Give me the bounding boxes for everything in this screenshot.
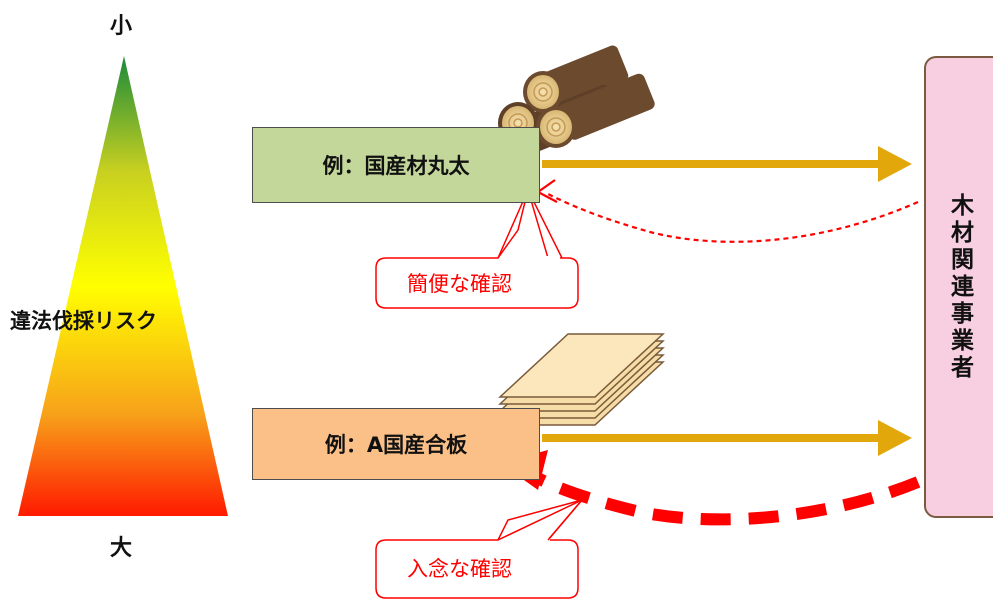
- supply-arrow-plywood: [542, 420, 912, 456]
- callout-thorough-text: 入念な確認: [407, 557, 512, 581]
- risk-title: 違法伐採リスク: [10, 309, 157, 333]
- risk-low-label: 小: [110, 14, 133, 39]
- plywood-stack-icon: [498, 333, 665, 426]
- product-box-plywood: 例：A国産合板: [252, 408, 540, 480]
- operator-box: 木材関連事業者: [924, 56, 993, 518]
- operator-label: 木材関連事業者: [946, 192, 973, 382]
- risk-high-label: 大: [110, 536, 133, 561]
- product-box-logs: 例：国産材丸太: [252, 127, 540, 203]
- confirmation-arrow-simple: [535, 179, 919, 243]
- callout-thorough: [375, 498, 585, 599]
- supply-arrow-logs: [542, 146, 912, 182]
- callout-simple-text: 簡便な確認: [407, 272, 512, 296]
- risk-triangle: [18, 56, 228, 516]
